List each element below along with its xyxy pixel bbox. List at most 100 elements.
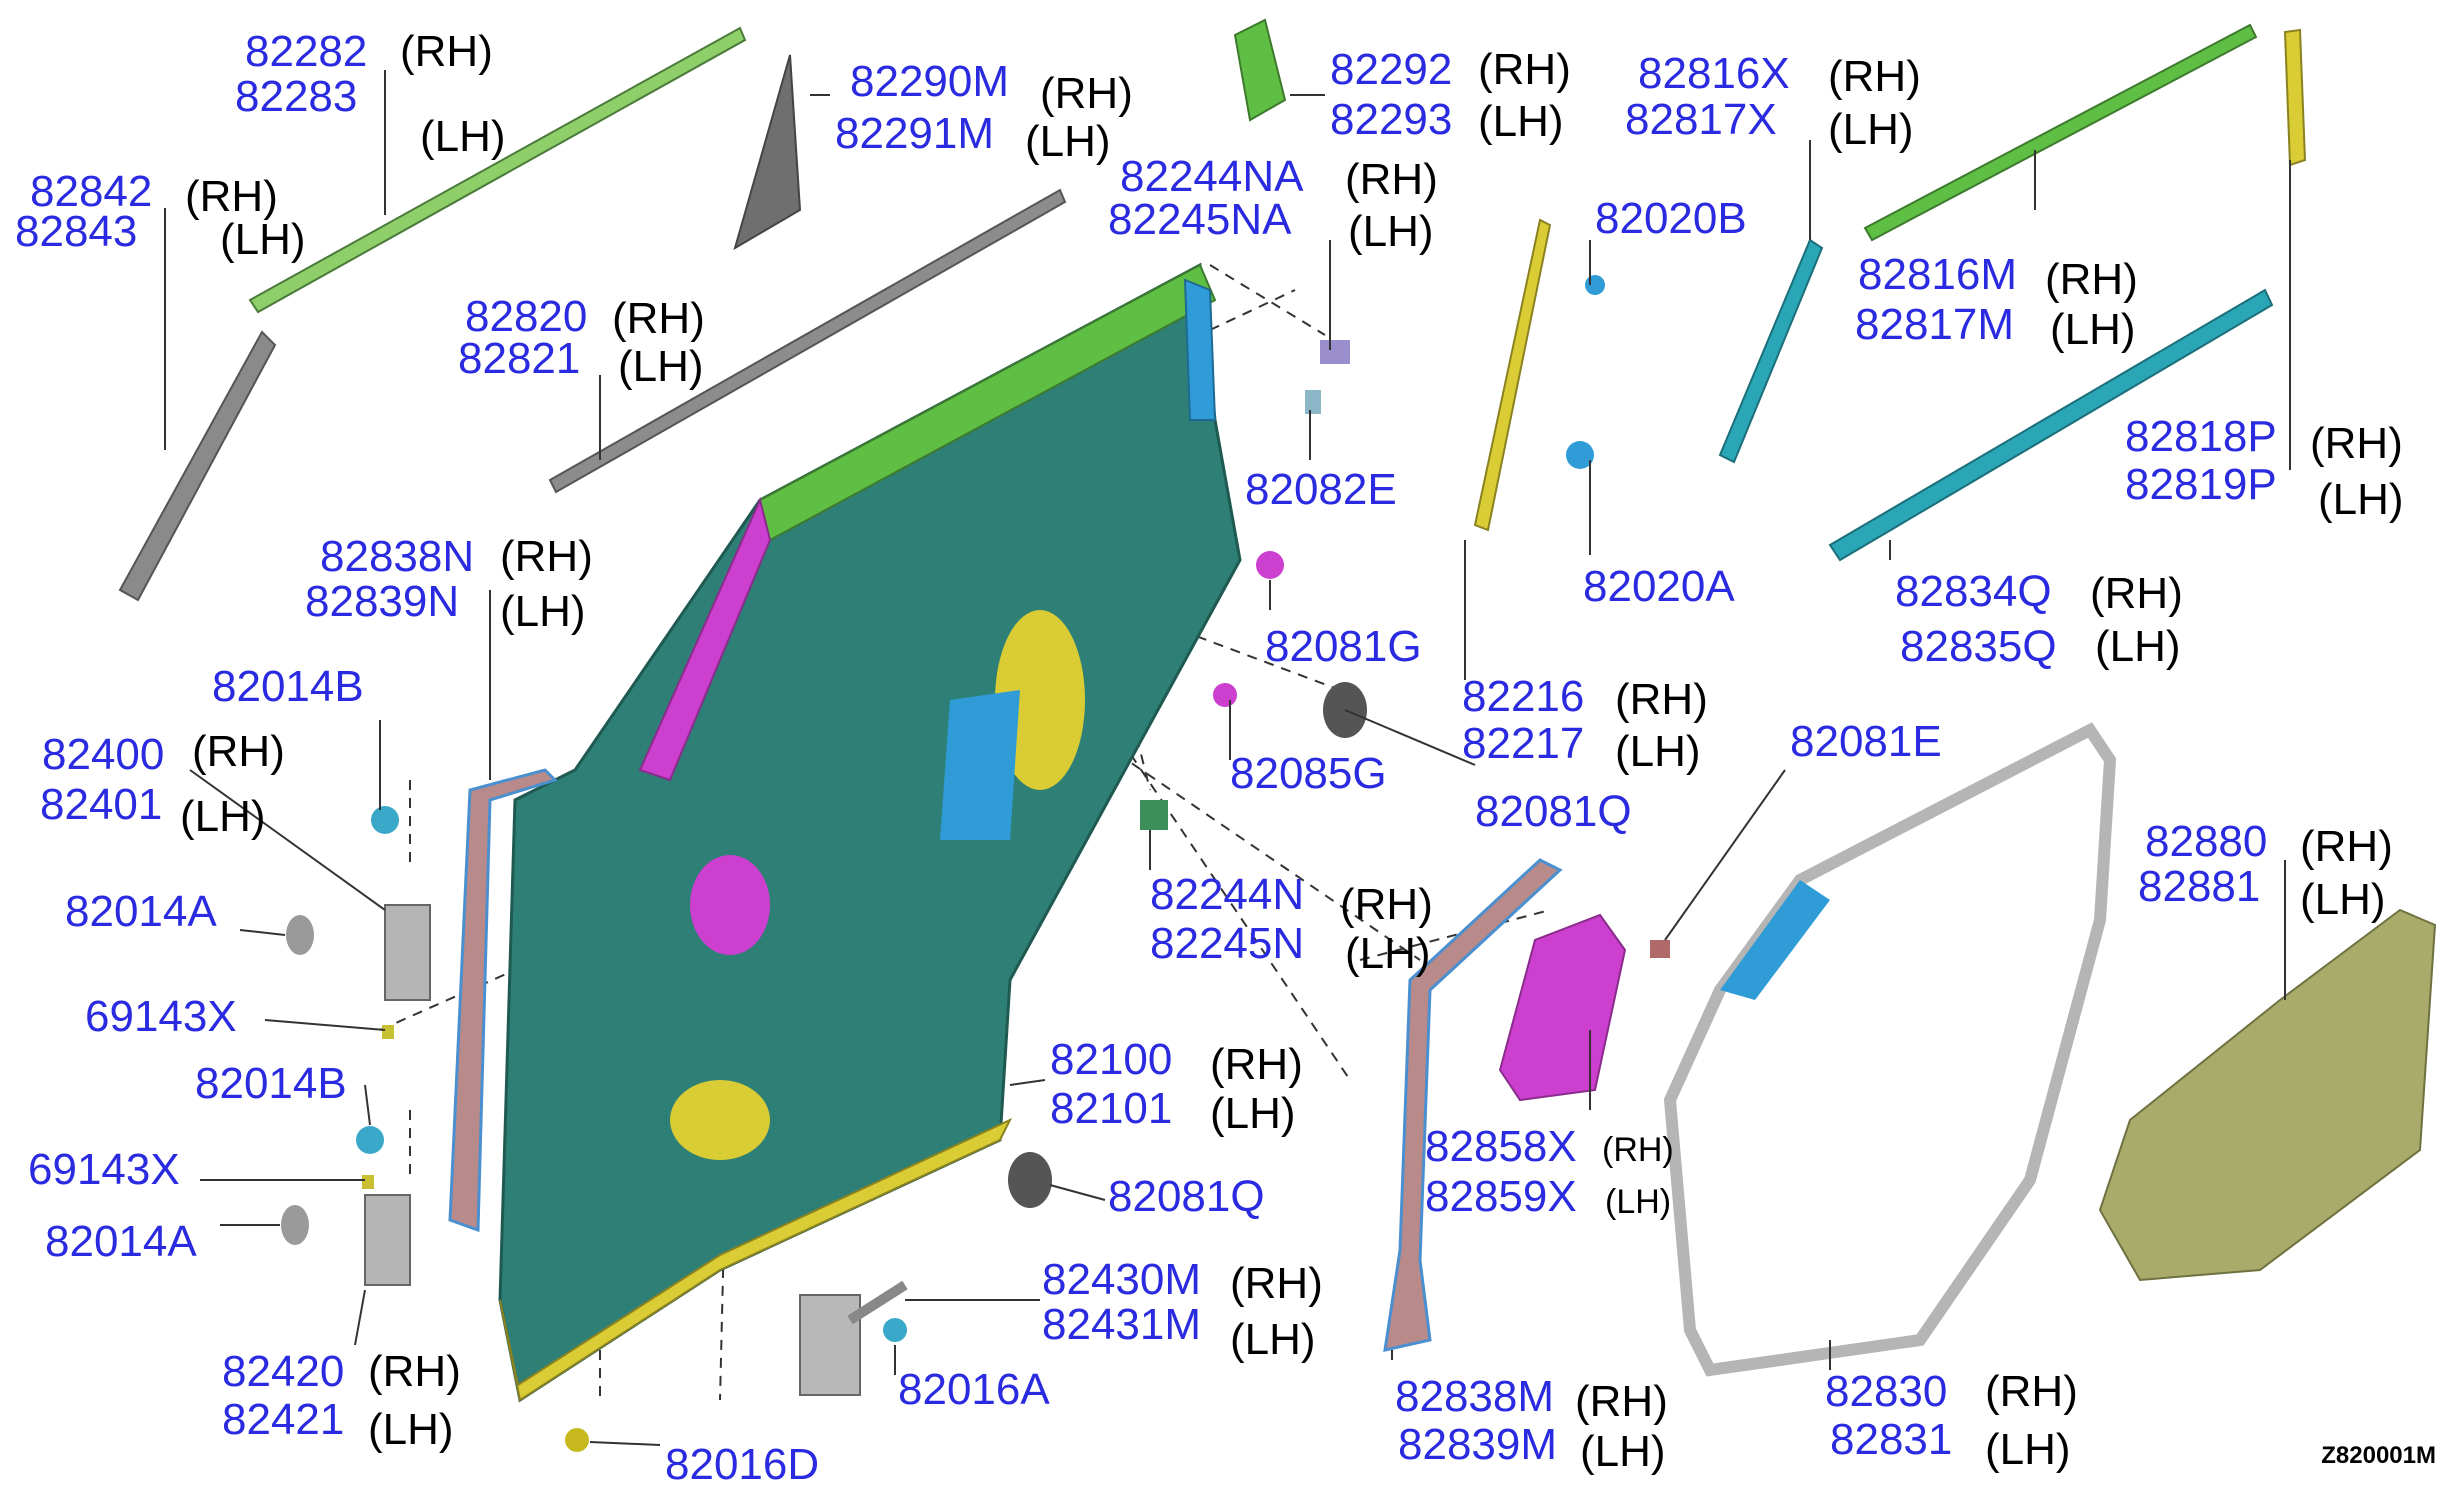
window-regulator-blue [940,690,1020,840]
part-number-82293: 82293 [1330,95,1453,144]
side-lh: (LH) [180,792,266,841]
part-number-82839N: 82839N [305,577,460,626]
clip-82081G [1256,551,1284,579]
part-number-82217: 82217 [1462,719,1585,768]
part-number-82819P: 82819P [2125,460,2277,509]
part-number-82838N: 82838N [320,532,475,581]
side-rh: (RH) [1602,1131,1674,1169]
side-lh: (LH) [420,112,506,161]
side-lh: (LH) [500,587,586,636]
front-pillar-cover [118,330,277,602]
door-weatherstrip-82830 [1663,722,2117,1377]
nut-69143X-upper [382,1025,394,1039]
door-weatherstrip-inner-blue [1720,880,1830,1000]
part-number-82016A: 82016A [898,1365,1050,1414]
part-number-82420: 82420 [222,1347,345,1396]
part-number-82081G: 82081G [1265,622,1422,671]
side-lh: (LH) [220,215,306,264]
door-inner-panel [498,262,1242,1403]
part-number-82838M: 82838M [1395,1372,1555,1421]
side-rh: (RH) [2090,569,2183,618]
partition-seal [1233,18,1287,122]
side-lh: (LH) [1605,1183,1672,1221]
service-hole-magenta [690,855,770,955]
part-number-82818P: 82818P [2125,412,2277,461]
part-number-82817X: 82817X [1625,95,1777,144]
clip-82085G [1213,683,1237,707]
clip-82082E [1305,390,1321,414]
side-lh: (LH) [1985,1425,2071,1474]
part-number-69143X: 69143X [85,992,237,1041]
part-number-82858X: 82858X [1425,1122,1577,1171]
part-number-82245N: 82245N [1150,919,1305,968]
side-lh: (LH) [368,1405,454,1454]
side-lh: (LH) [2318,475,2404,524]
part-number-82401: 82401 [40,780,163,829]
side-rh: (RH) [368,1347,461,1396]
part-number-82244N: 82244N [1150,870,1305,919]
leader-lines [164,70,2291,1446]
side-lh: (LH) [2095,622,2181,671]
speaker-bracket-82081E [1650,940,1670,958]
part-number-82085G: 82085G [1230,749,1387,798]
outside-belt-molding [548,188,1067,494]
side-lh: (LH) [1230,1315,1316,1364]
service-hole-yellow-1 [995,610,1085,790]
service-hole-yellow-2 [670,1080,770,1160]
rear-sash-82838M [1383,858,1563,1352]
bolt-82014A-upper [286,915,314,955]
side-lh: (LH) [2050,305,2136,354]
side-rh: (RH) [2310,419,2403,468]
part-number-82835Q: 82835Q [1900,622,2057,671]
side-rh: (RH) [400,27,493,76]
glass-run-rear-sash [1473,218,1552,532]
part-number-82245NA: 82245NA [1108,195,1292,244]
part-number-82291M: 82291M [835,109,995,158]
side-lh: (LH) [1210,1089,1296,1138]
side-rh: (RH) [1985,1367,2078,1416]
door-check-link [799,1294,861,1396]
side-lh: (LH) [1828,105,1914,154]
part-number-82101: 82101 [1050,1084,1173,1133]
bolt-82014A-lower [281,1205,309,1245]
part-number-82834Q: 82834Q [1895,567,2052,616]
part-number-82400: 82400 [42,730,165,779]
bolt-82016D [565,1428,589,1452]
check-arm [847,1280,908,1325]
part-number-82880: 82880 [2145,817,2268,866]
part-number-82082E: 82082E [1245,465,1397,514]
drawing-code: Z820001M [2321,1442,2436,1469]
side-rh: (RH) [612,294,705,343]
part-number-82421: 82421 [222,1395,345,1444]
part-number-82081Q: 82081Q [1108,1172,1265,1221]
side-rh: (RH) [1230,1259,1323,1308]
part-number-82830: 82830 [1825,1367,1948,1416]
side-rh: (RH) [1575,1377,1668,1426]
side-lh: (LH) [2300,875,2386,924]
bolt-82014B-upper [371,806,399,834]
side-lh: (LH) [1580,1427,1666,1476]
side-rh: (RH) [2300,822,2393,871]
part-number-82081E: 82081E [1790,717,1942,766]
side-lh: (LH) [1615,727,1701,776]
hinge-upper [384,904,431,1001]
side-lh: (LH) [1478,97,1564,146]
part-number-82244NA: 82244NA [1120,152,1304,201]
part-number-82020A: 82020A [1583,562,1735,611]
rear-sash-channel [1718,238,1824,464]
part-number-69143X: 69143X [28,1145,180,1194]
part-number-82081Q: 82081Q [1475,787,1632,836]
part-number-82283: 82283 [235,72,358,121]
side-rh: (RH) [2045,255,2138,304]
rear-pillar-trim-yellow [2283,28,2307,167]
part-number-82282: 82282 [245,27,368,76]
part-number-82820: 82820 [465,292,588,341]
side-rh: (RH) [1340,880,1433,929]
door-trim-panel-82880 [2098,908,2437,1282]
door-frame-rear-blue [1183,278,1217,421]
part-number-82839M: 82839M [1398,1420,1558,1469]
part-number-82014A: 82014A [65,887,217,936]
part-number-82431M: 82431M [1042,1300,1202,1349]
side-rh: (RH) [1828,52,1921,101]
